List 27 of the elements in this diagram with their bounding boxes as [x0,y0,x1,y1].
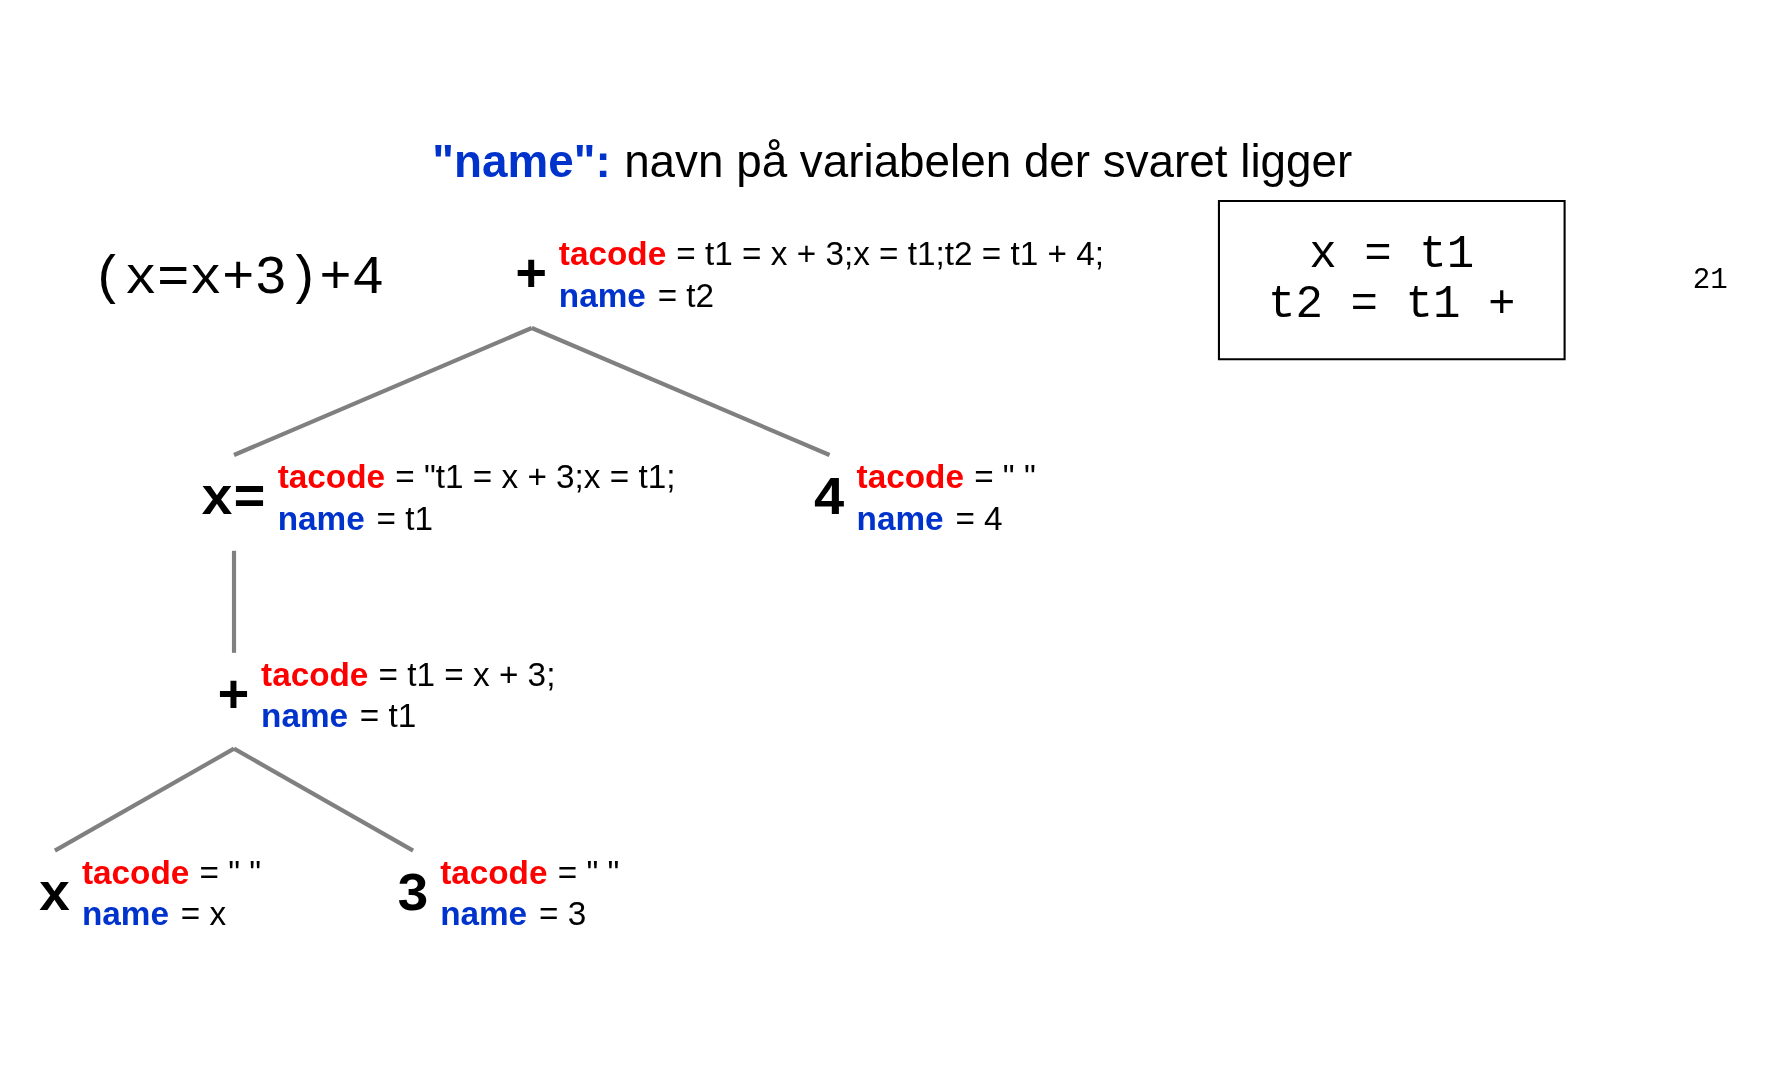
connector [233,746,415,852]
node-label: tacode = t1 = x + 3; [261,655,556,693]
node-label: name = t1 [277,499,433,537]
connector [231,550,237,653]
connector [530,325,831,457]
node-label: name = 4 [856,499,1003,537]
label: (x=x+3)+4 [92,247,385,309]
connector [53,746,236,852]
node-box: x = t1 t2 = t1 + [1217,199,1566,360]
node-label: name = t2 [558,276,715,314]
node-label: name = t1 [261,696,417,734]
diagram-title: "name": navn på variabelen der svaret ligger [432,135,1353,187]
node-text: 4 [812,468,846,530]
node-text: x= [200,468,266,530]
node-label: name = 3 [440,894,587,932]
connector [233,325,533,457]
node-label: tacode = t1 = x + 3;x = t1;t2 = t1 + 4; [558,234,1104,272]
node-text: x [38,864,71,926]
node-label: tacode = " " [440,853,620,891]
node-label: tacode = " " [82,853,262,891]
node-label: name = x [82,894,227,932]
node-label: tacode = "t1 = x + 3;x = t1; [277,457,676,495]
node-text: + [217,666,250,728]
node-text: 3 [396,864,429,926]
node-label: tacode = " " [856,457,1036,495]
label: 21 [1692,263,1728,297]
node-text: + [515,245,548,307]
